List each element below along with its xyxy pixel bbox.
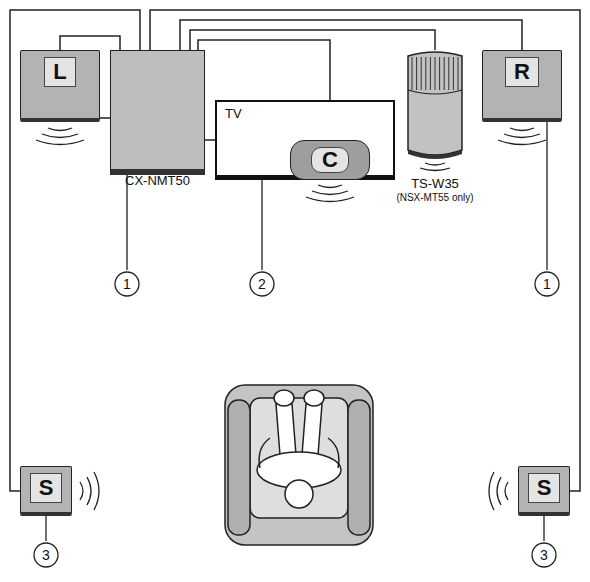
speaker-cable: [60, 36, 120, 50]
speaker-letter: C: [311, 147, 349, 173]
speaker-cable: [150, 10, 580, 491]
speaker-letter: TV: [225, 106, 242, 121]
sound-waves: [36, 128, 546, 510]
model-label: CX-NMT50: [125, 173, 190, 188]
speaker-cable: [205, 139, 215, 141]
model-label: TS-W35: [411, 176, 459, 191]
callout-number: 2: [258, 276, 266, 292]
main-unit: CX-NMT50: [110, 50, 205, 175]
speaker-letter: S: [528, 473, 561, 503]
surround-speaker: S: [20, 466, 72, 516]
tv-set: TV C: [215, 100, 395, 180]
speaker-cable: [180, 20, 522, 50]
surround-speaker: S: [518, 466, 570, 516]
callout-circles: [34, 272, 559, 567]
leader-lines: [46, 118, 562, 541]
speaker-letter: S: [30, 473, 63, 503]
speaker-box: R: [482, 50, 562, 122]
speaker-letter: L: [44, 57, 75, 87]
listener-on-sofa: [225, 385, 373, 545]
callout-number: 3: [540, 547, 548, 563]
speaker-cable: [190, 30, 435, 50]
callout-number: 3: [42, 547, 50, 563]
callout-number: 1: [123, 276, 131, 292]
speaker-letter: R: [505, 57, 539, 87]
speaker-box: L: [20, 50, 100, 122]
model-label: (NSX-MT55 only): [396, 192, 473, 203]
subwoofer-cabinet: [405, 50, 465, 160]
center-speaker: C: [290, 140, 370, 180]
subwoofer: TS-W35(NSX-MT55 only): [405, 50, 465, 160]
callout-number: 1: [543, 276, 551, 292]
